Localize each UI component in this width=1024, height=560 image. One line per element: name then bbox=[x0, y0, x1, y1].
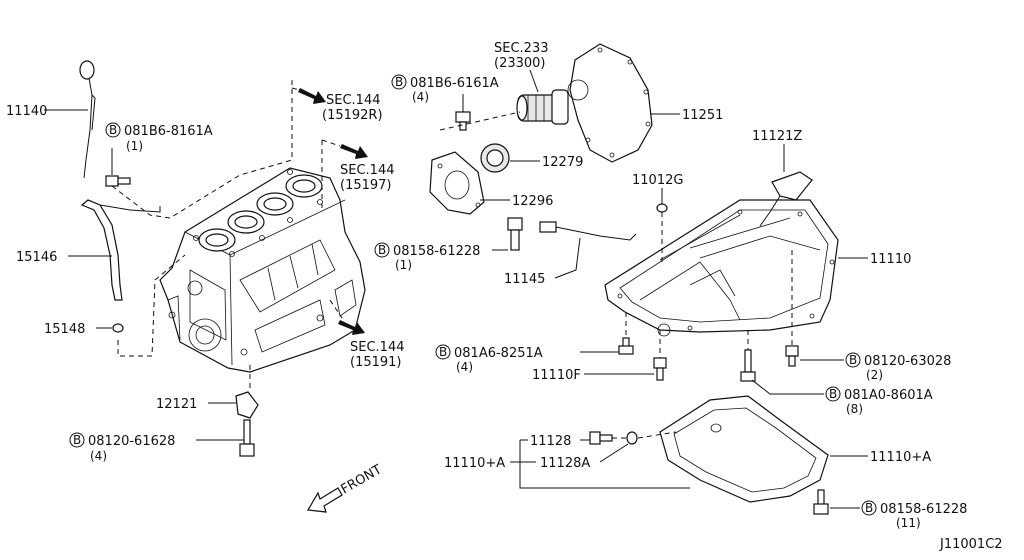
bolt-081a0-8601a bbox=[740, 349, 756, 382]
bolt-081b6-6161a bbox=[455, 111, 471, 131]
label-12279: 12279 bbox=[542, 155, 583, 170]
bolt-symbol-text: B bbox=[73, 433, 81, 447]
bolt-081a6-8251a bbox=[618, 337, 634, 355]
bolt-symbol-icon bbox=[105, 122, 121, 138]
bolt-symbol-icon bbox=[845, 352, 861, 368]
label-15146: 15146 bbox=[16, 250, 57, 265]
label-sec144-15197: (15197) bbox=[340, 178, 392, 193]
qty-08158-61228-a: (1) bbox=[395, 258, 412, 272]
bolt-symbol-icon bbox=[374, 242, 390, 258]
label-08158-61228-b: 08158-61228 bbox=[880, 502, 967, 517]
label-11012g: 11012G bbox=[632, 173, 683, 188]
bolt-08120-61628 bbox=[239, 419, 255, 457]
qty-08120-63028: (2) bbox=[866, 368, 883, 382]
label-08120-63028: 08120-63028 bbox=[864, 354, 951, 369]
arrow-sec144-15197 bbox=[340, 144, 368, 159]
label-sec233: SEC.233 bbox=[494, 41, 549, 56]
sensor-11145 bbox=[539, 221, 637, 241]
label-081a0-8601a: 081A0-8601A bbox=[844, 388, 933, 403]
washer-11012g bbox=[656, 203, 668, 213]
washer-11128a bbox=[626, 431, 638, 445]
qty-081a6-8251a: (4) bbox=[456, 360, 473, 374]
starter-motor bbox=[516, 89, 569, 125]
label-sec233-23300: (23300) bbox=[494, 56, 546, 71]
bolt-symbol-text: B bbox=[395, 75, 403, 89]
label-11251: 11251 bbox=[682, 108, 723, 123]
label-11145: 11145 bbox=[504, 272, 545, 287]
bolt-symbol-icon bbox=[825, 386, 841, 402]
drain-plug-11128 bbox=[589, 431, 613, 445]
diagram-code: J11001C2 bbox=[939, 537, 1003, 552]
label-08158-61228-a: 08158-61228 bbox=[393, 244, 480, 259]
label-12296: 12296 bbox=[512, 194, 553, 209]
label-sec144-15192r: (15192R) bbox=[322, 108, 383, 123]
oil-strainer-11121z bbox=[759, 171, 813, 227]
bolt-symbol-text: B bbox=[109, 123, 117, 137]
label-081a6-8251a: 081A6-8251A bbox=[454, 346, 543, 361]
arrow-sec144-15192r bbox=[298, 88, 326, 104]
label-081b6-6161a: 081B6-6161A bbox=[410, 76, 499, 91]
qty-08158-61228-b: (11) bbox=[896, 516, 921, 530]
label-12121: 12121 bbox=[156, 397, 197, 412]
bracket-12121 bbox=[235, 391, 259, 419]
bolt-symbol-icon bbox=[435, 344, 451, 360]
label-sec144-c: SEC.144 bbox=[350, 340, 405, 355]
drain-plug-11110f bbox=[653, 357, 667, 381]
rear-plate-11251 bbox=[567, 43, 653, 163]
label-11110f: 11110F bbox=[532, 368, 581, 383]
bolt-symbol-text: B bbox=[865, 501, 873, 515]
bolt-symbol-text: B bbox=[849, 353, 857, 367]
qty-081b6-6161a: (4) bbox=[412, 90, 429, 104]
label-08120-61628: 08120-61628 bbox=[88, 434, 175, 449]
oil-seal-12279 bbox=[480, 143, 510, 173]
bolt-symbol-text: B bbox=[378, 243, 386, 257]
upper-oil-pan-11110 bbox=[604, 199, 839, 337]
label-081b6-8161a: 081B6-8161A bbox=[124, 124, 213, 139]
label-sec144-b: SEC.144 bbox=[340, 163, 395, 178]
qty-081a0-8601a: (8) bbox=[846, 402, 863, 416]
o-ring-15148 bbox=[112, 323, 124, 333]
lower-oil-pan-11110-a bbox=[659, 395, 829, 503]
cylinder-block bbox=[159, 167, 366, 373]
label-11128: 11128 bbox=[530, 434, 571, 449]
bolt-symbol-icon bbox=[69, 432, 85, 448]
bolt-symbol-icon bbox=[861, 500, 877, 516]
label-11128a: 11128A bbox=[540, 456, 590, 471]
qty-081b6-8161a: (1) bbox=[126, 139, 143, 153]
bolt-symbol-icon bbox=[391, 74, 407, 90]
bolt-081b6-8161a-left bbox=[105, 175, 131, 187]
label-sec144-a: SEC.144 bbox=[326, 93, 381, 108]
bolt-08158-61228-eleven bbox=[813, 489, 829, 515]
label-11110a-right: 11110+A bbox=[870, 450, 931, 465]
gauge-guide-15146 bbox=[80, 199, 161, 301]
label-11110: 11110 bbox=[870, 252, 911, 267]
oil-level-gauge-11140 bbox=[79, 60, 96, 179]
bolt-08120-63028 bbox=[785, 345, 799, 367]
label-15148: 15148 bbox=[44, 322, 85, 337]
arrow-sec144-15191 bbox=[338, 320, 365, 335]
bolt-symbol-text: B bbox=[439, 345, 447, 359]
qty-08120-61628: (4) bbox=[90, 449, 107, 463]
bolt-08158-61228-one bbox=[507, 217, 523, 251]
label-11110a-left: 11110+A bbox=[444, 456, 505, 471]
label-sec144-15191: (15191) bbox=[350, 355, 402, 370]
bolt-symbol-text: B bbox=[829, 387, 837, 401]
seal-retainer-12296 bbox=[429, 151, 485, 215]
label-11121z: 11121Z bbox=[752, 129, 802, 144]
label-11140: 11140 bbox=[6, 104, 47, 119]
label-front: FRONT bbox=[339, 462, 385, 497]
front-arrow-icon bbox=[307, 487, 343, 513]
